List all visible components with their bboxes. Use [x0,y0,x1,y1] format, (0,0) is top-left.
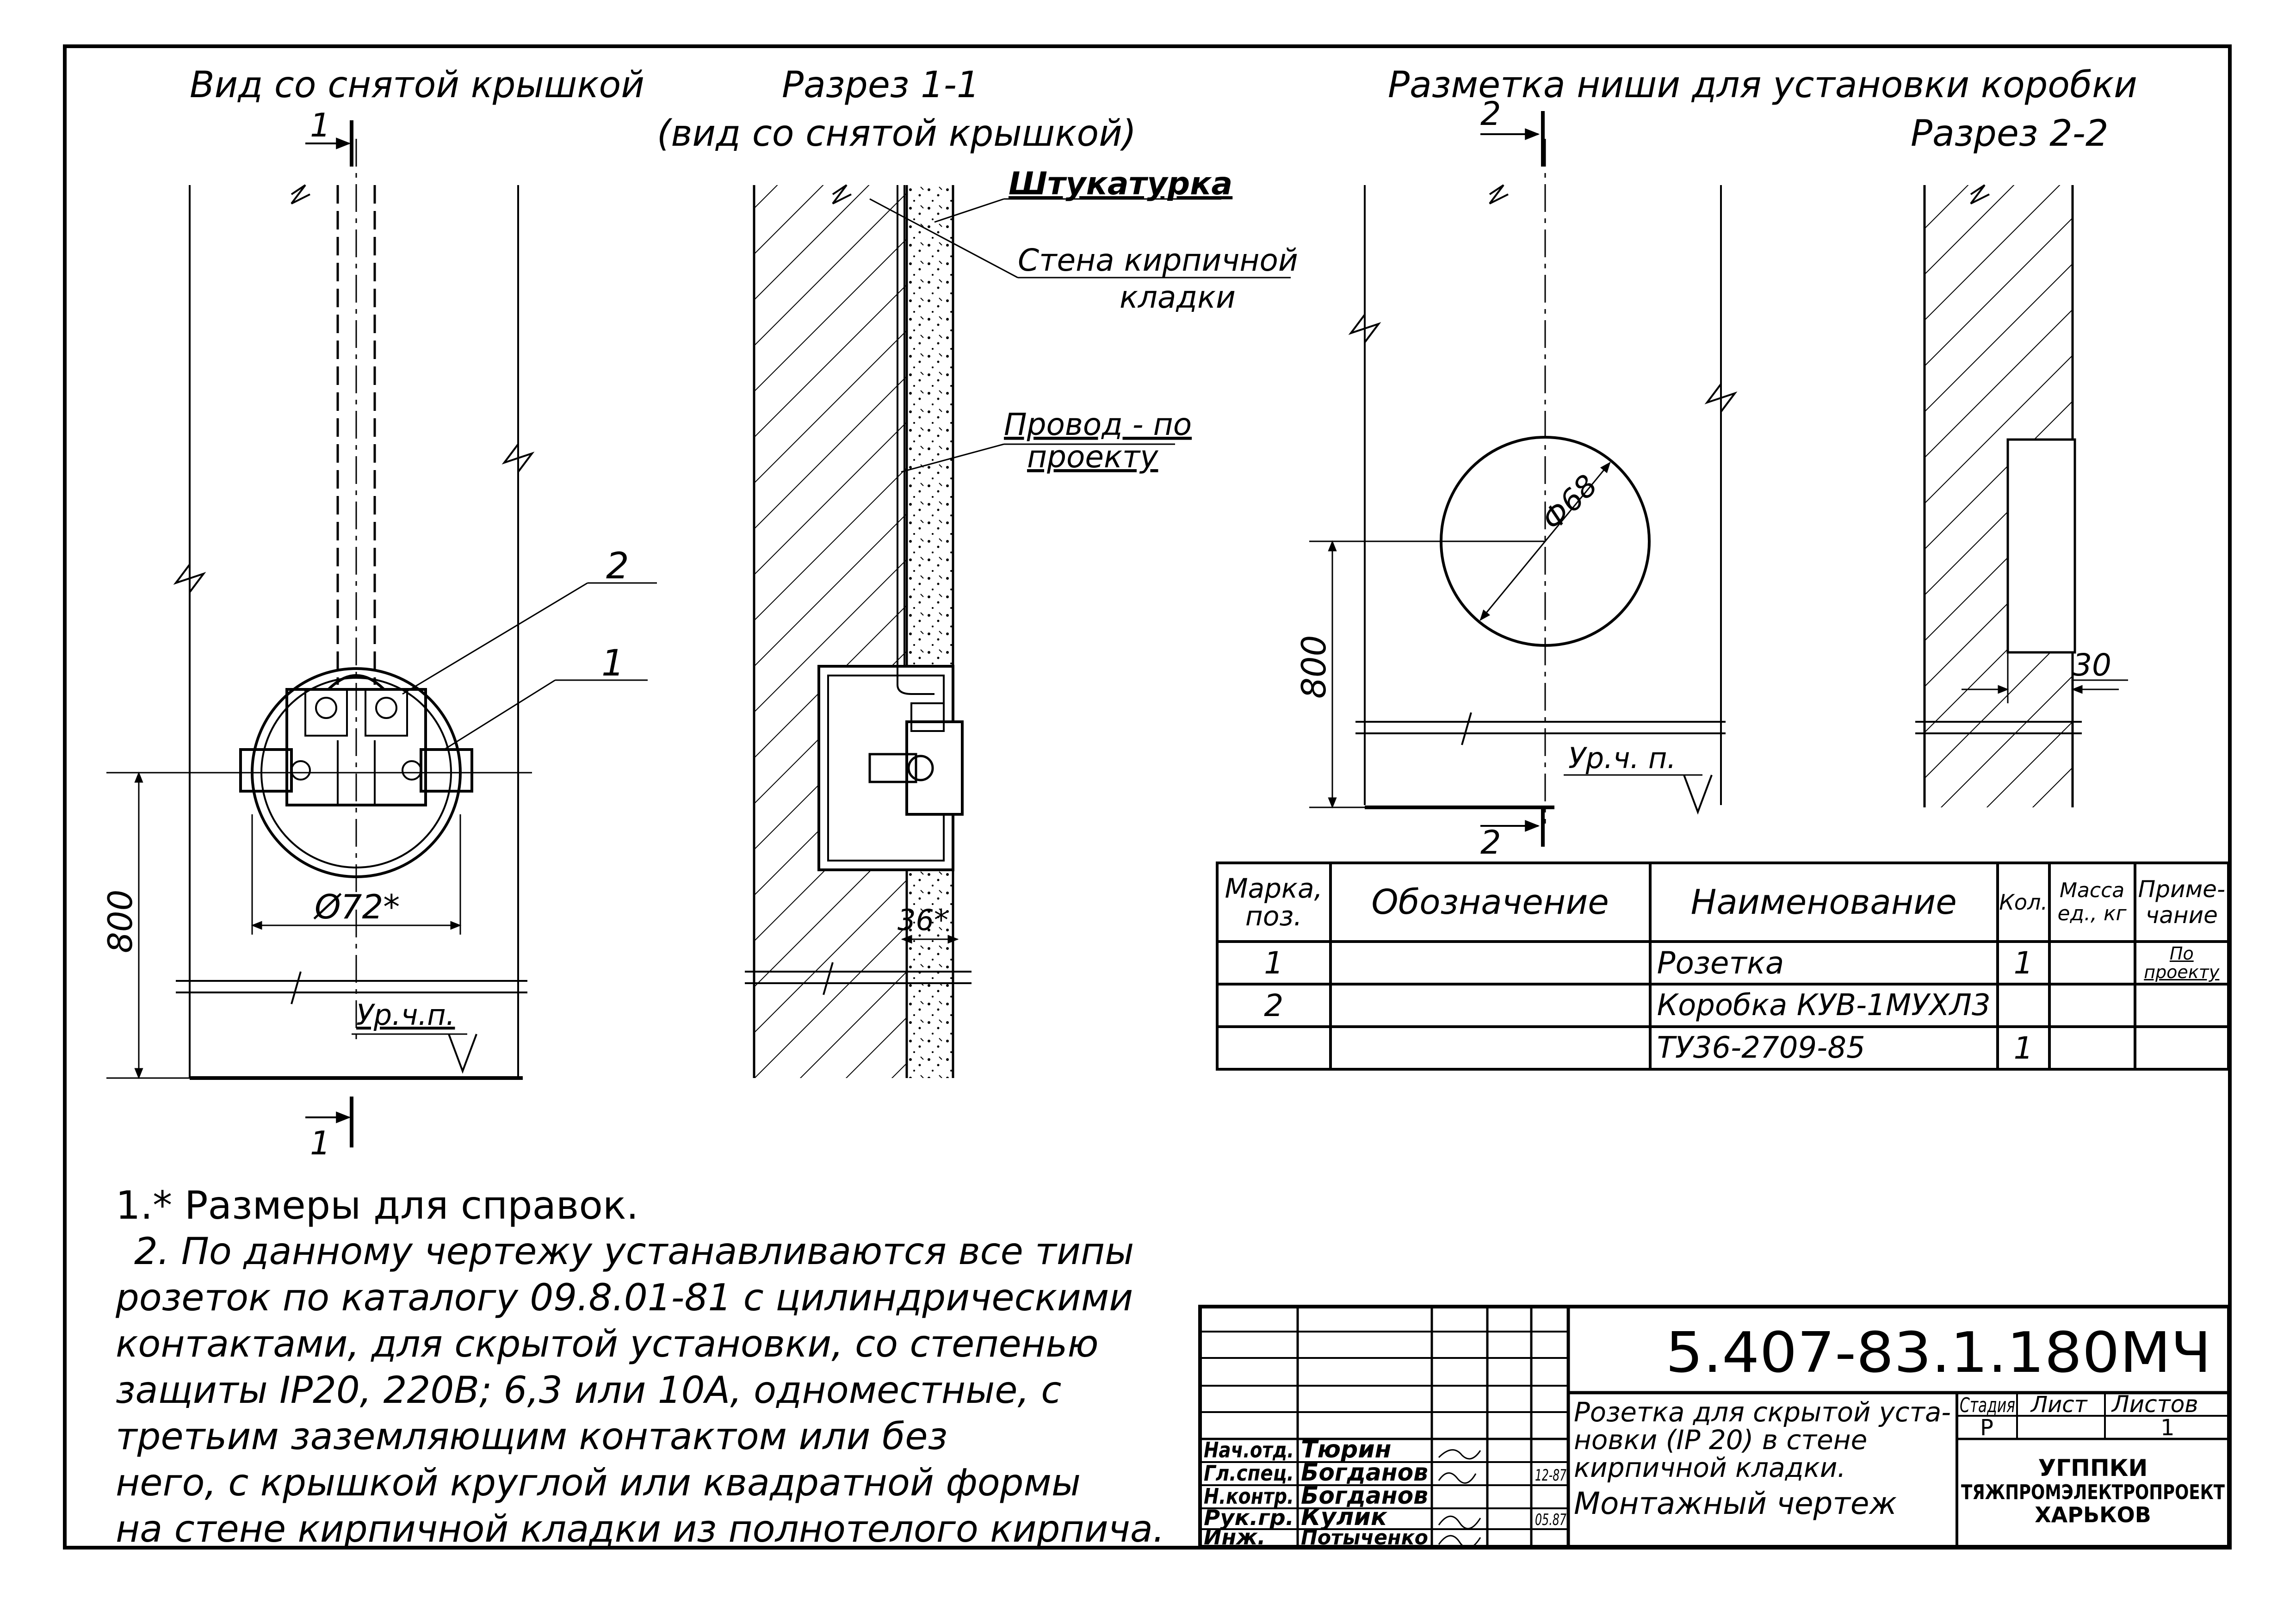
role-name: Богданов [1301,1482,1428,1510]
dim-height-800-front: 800 [101,890,140,953]
spec-header-designation: Обозначение [1329,862,1652,943]
role-name: Кулик [1301,1503,1388,1531]
doc-code: 5.407-83.1.180МЧ [1665,1321,2211,1385]
dim-36: 36* [897,903,948,937]
callout-2-front: 2 [606,545,629,587]
description-line: Розетка для скрытой уста- [1574,1396,1951,1428]
spec-cell-name: ТУ36-2709-85 [1648,1025,1999,1071]
dim-height-800-niche: 800 [1294,635,1333,699]
spec-header-mass: Масса ед., кг [2048,862,2136,943]
spec-header-qty: Кол. [1996,862,2051,943]
signature-icon [1438,1515,1481,1530]
spec-table: Марка, поз. Обозначение Наименование Кол… [1216,862,2230,1071]
signature-icon [1438,1449,1481,1460]
role-name: Потыченко [1301,1526,1428,1549]
signature-icon [1438,1472,1477,1484]
spec-row: 1 Розетка 1 По проекту [1216,940,2230,986]
spec-cell-note [2133,983,2230,1028]
section-1-1: Разрез 1-1 (вид со снятой крышкой) 36* Ш… [657,64,1298,1078]
role-date: 05.87 [1535,1511,1566,1529]
role-date: 12-87 [1535,1466,1566,1485]
description-line: кирпичной кладки. [1574,1452,1846,1483]
callout-1-front: 1 [601,643,625,684]
stage-label: Стадия [1960,1394,2015,1417]
spec-cell-name: Коробка КУВ-1МУХЛ3 [1648,983,1999,1028]
sheets-value: 1 [2160,1415,2175,1441]
spec-header-mark: Марка, поз. [1216,862,1332,943]
spec-row: ТУ36-2709-85 1 [1216,1025,2230,1071]
section-1-subtitle: (вид со снятой крышкой) [657,113,1136,155]
signature-icon [1438,1535,1481,1549]
sheets-label: Листов [2111,1391,2198,1418]
label-wire-2: проекту [1027,439,1158,475]
spec-cell-qty: 1 [1996,1025,2051,1071]
spec-header-name: Наименование [1648,862,1999,943]
front-view-title: Вид со снятой крышкой [190,64,644,106]
section-mark-2-top: 2 [1480,95,1501,133]
spec-cell-designation [1329,940,1652,986]
section-2-2: Разрез 2-2 30 [1911,113,2128,807]
stage-value: Р [1980,1415,1993,1441]
spec-header-note: Приме- чание [2133,862,2230,943]
spec-row: 2 Коробка КУВ-1МУХЛ3 [1216,983,2230,1028]
note-line: 2. По данному чертежу устанавливаются вс… [134,1230,1134,1273]
section-mark-2-bottom: 2 [1480,824,1501,862]
note-line: контактами, для скрытой установки, со ст… [116,1322,1099,1365]
note-line: 1.* Размеры для справок. [116,1183,639,1228]
spec-cell-mark: 2 [1216,983,1332,1028]
role-label: Рук.гр. [1204,1505,1294,1530]
section-mark-1-top: 1 [310,106,331,144]
description-line: Монтажный чертеж [1574,1486,1897,1521]
role-label: Н.контр. [1204,1484,1294,1509]
sheet-border [63,44,2232,1550]
label-plaster: Штукатурка [1009,166,1232,202]
org-line: УГППКИ [2038,1455,2148,1481]
front-view: Вид со снятой крышкой Ø72* [101,64,657,1162]
spec-cell-mass [2048,1025,2136,1071]
role-label: Нач.отд. [1204,1438,1294,1463]
org-line: ТЯЖПРОМЭЛЕКТРОПРОЕКТ [1961,1481,2225,1504]
spec-cell-name: Розетка [1648,940,1999,986]
title-block: 5.407-83.1.180МЧ Нач.отд. Тюрин Гл.спец.… [1198,1305,2231,1549]
section-1-title: Разрез 1-1 [782,64,979,106]
note-line: него, с крышкой круглой или квадратной ф… [116,1461,1081,1504]
spec-cell-mass [2048,983,2136,1028]
role-name: Тюрин [1301,1436,1392,1463]
role-label: Гл.спец. [1204,1461,1294,1486]
spec-cell-note [2133,1025,2230,1071]
floor-level-niche: Ур.ч. п. [1568,741,1676,775]
floor-level-front: Ур.ч.п. [356,998,455,1032]
spec-cell-mass [2048,940,2136,986]
dim-30: 30 [2073,647,2111,683]
note-line: на стене кирпичной кладки из полнотелого… [116,1507,1165,1550]
label-brick-wall-2: кладки [1120,279,1236,315]
org-line: ХАРЬКОВ [2035,1502,2151,1527]
niche-title: Разметка ниши для установки коробки [1388,64,2137,106]
label-brick-wall-1: Стена кирпичной [1018,242,1298,278]
description-line: новки (IP 20) в стене [1574,1424,1867,1456]
section-mark-1-bottom: 1 [310,1124,331,1162]
note-line: розеток по каталогу 09.8.01-81 с цилиндр… [116,1276,1133,1319]
spec-cell-mark [1216,1025,1332,1071]
spec-cell-designation [1329,983,1652,1028]
sheet-label: Лист [2030,1392,2088,1418]
spec-cell-qty [1996,983,2051,1028]
note-line: защиты IP20, 220В; 6,3 или 10А, одномест… [116,1369,1062,1412]
role-label: Инж. [1204,1525,1266,1549]
spec-cell-note: По проекту [2133,940,2230,986]
spec-cell-designation [1329,1025,1652,1071]
dim-diameter-72: Ø72* [313,887,400,926]
spec-cell-qty: 1 [1996,940,2051,986]
role-name: Богданов [1301,1459,1428,1487]
spec-cell-mark: 1 [1216,940,1332,986]
note-line: третьим заземляющим контактом или без [116,1415,948,1458]
label-wire-1: Провод - по [1004,407,1192,442]
section-2-title: Разрез 2-2 [1911,113,2108,155]
